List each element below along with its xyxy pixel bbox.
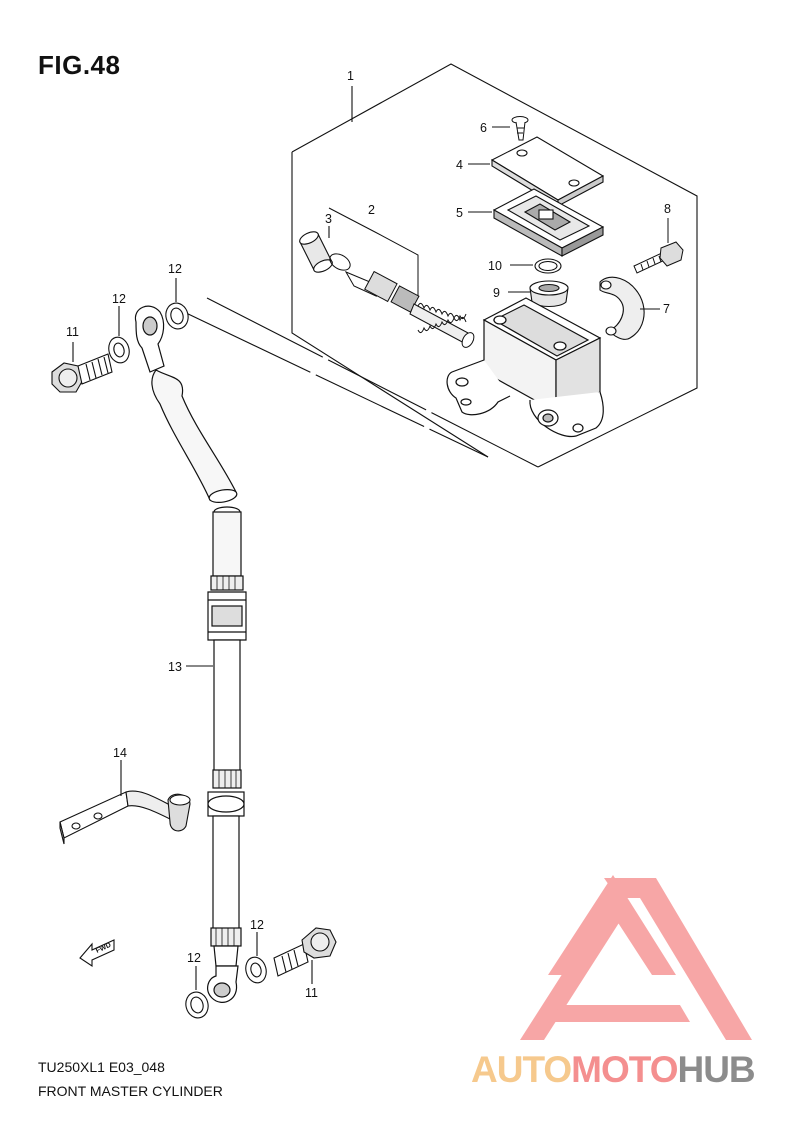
watermark-text: AUTOMOTOHUB	[471, 1049, 756, 1091]
cap-screw-part	[492, 116, 529, 141]
figure-title: FIG.48	[38, 50, 121, 80]
callout-12-upper-right: 12	[168, 262, 182, 276]
o-ring-part	[510, 258, 562, 274]
washer-part	[165, 278, 189, 330]
washer-part	[185, 966, 209, 1019]
clamp-bolt-part	[633, 218, 684, 274]
watermark-part-1: AUTO	[471, 1049, 572, 1090]
callout-11-upper: 11	[66, 325, 79, 339]
callout-12-lower-right: 12	[250, 918, 264, 932]
brake-hose-part	[134, 305, 247, 1003]
callout-4: 4	[456, 158, 463, 172]
watermark-part-2: MOTO	[571, 1049, 678, 1090]
callout-7: 7	[663, 302, 670, 316]
figure-name: FRONT MASTER CYLINDER	[38, 1083, 223, 1099]
callout-14: 14	[113, 746, 127, 760]
watermark-part-3: HUB	[677, 1049, 755, 1090]
callout-11-lower: 11	[305, 986, 318, 1000]
callout-12-lower-left: 12	[187, 951, 201, 965]
assembly-outline	[183, 63, 698, 468]
callout-3: 3	[325, 212, 332, 226]
watermark-logo	[520, 875, 752, 1040]
banjo-bolt-part	[273, 927, 337, 984]
callout-10: 10	[488, 259, 502, 273]
callout-6: 6	[480, 121, 487, 135]
callout-1: 1	[347, 69, 354, 83]
callout-13: 13	[168, 660, 182, 674]
piston-assembly-part	[328, 207, 475, 348]
diaphragm-part	[468, 188, 605, 257]
reservoir-boot-part	[508, 280, 569, 308]
dust-boot-part	[299, 226, 333, 273]
hose-bracket-part	[59, 760, 191, 845]
clamp-part	[599, 276, 660, 340]
callout-8: 8	[664, 202, 671, 216]
washer-part	[108, 306, 130, 364]
washer-part	[245, 932, 267, 984]
master-cylinder-body	[446, 297, 604, 438]
fwd-arrow-icon: FWD	[79, 939, 115, 968]
callout-9: 9	[493, 286, 500, 300]
callout-12-upper-left: 12	[112, 292, 126, 306]
banjo-bolt-part	[51, 342, 113, 393]
figure-code: TU250XL1 E03_048	[38, 1059, 165, 1075]
callout-5: 5	[456, 206, 463, 220]
callout-2: 2	[368, 203, 375, 217]
